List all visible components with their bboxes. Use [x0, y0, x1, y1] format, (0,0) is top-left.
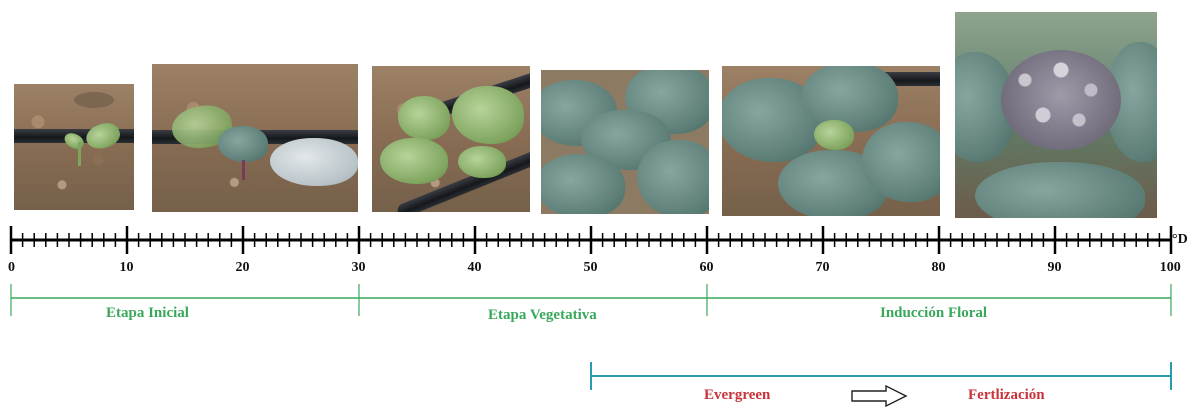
stage-label-etapa-vegetativa: Etapa Vegetativa	[488, 307, 597, 324]
tick-label: 10	[120, 260, 134, 276]
tick-label: 100	[1160, 260, 1181, 276]
tick-label: 70	[816, 260, 830, 276]
treatment-from-label: Evergreen	[704, 387, 770, 404]
arrow-right-outline-icon	[850, 384, 908, 408]
tick-label: 60	[700, 260, 714, 276]
tick-label: 20	[236, 260, 250, 276]
tick-label: 0	[8, 260, 15, 276]
stage-label-etapa-inicial: Etapa Inicial	[106, 305, 189, 322]
treatment-to-label: Fertlización	[968, 387, 1045, 404]
tick-label: 40	[468, 260, 482, 276]
tick-label: 30	[352, 260, 366, 276]
tick-label: 90	[1048, 260, 1062, 276]
axis-unit-label: °D	[1172, 232, 1188, 248]
stage-label-induccion-floral: Inducción Floral	[880, 305, 987, 322]
tick-label: 50	[584, 260, 598, 276]
tick-label: 80	[932, 260, 946, 276]
